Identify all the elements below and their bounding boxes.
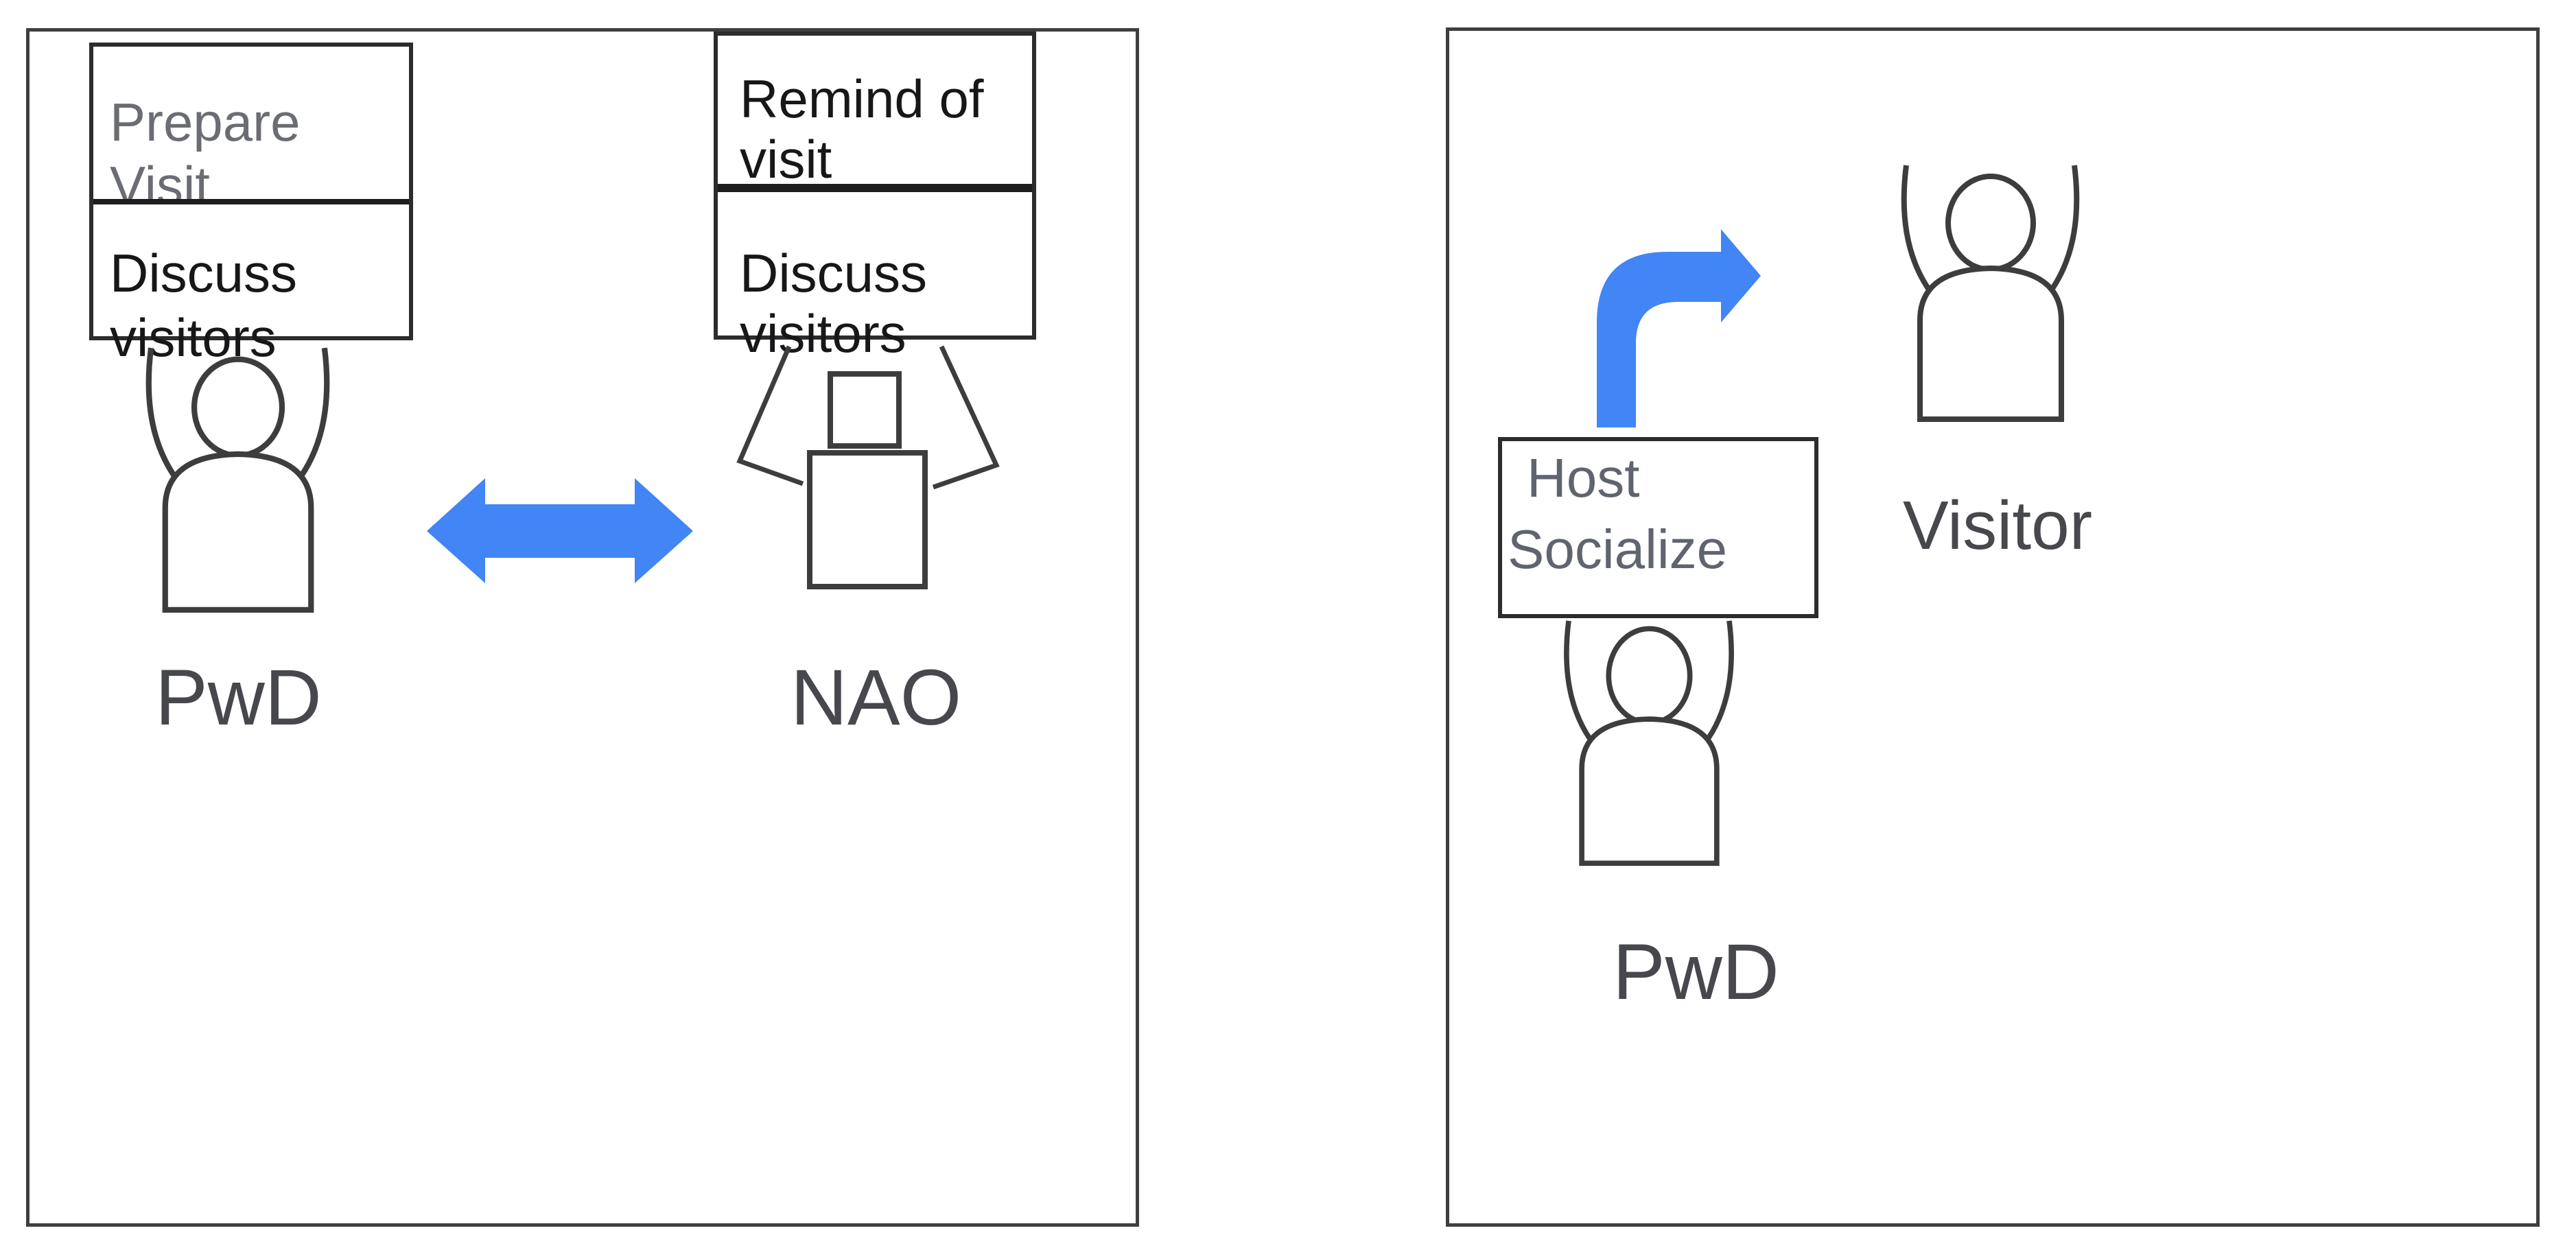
nao-label: NAO — [791, 654, 962, 742]
nao-task-sign: Remind of visit Discuss visitors — [714, 32, 1036, 364]
person-raised-arms-icon — [1901, 165, 2080, 422]
curved-arrow-shape — [1597, 229, 1761, 427]
pwd-task-sign: Prepare Visit Discuss visitors — [89, 43, 413, 368]
sign-text-line: Remind of — [740, 69, 984, 129]
sign-text-line: Socialize — [1508, 519, 1728, 580]
sign-text-line: visit — [740, 129, 832, 184]
sign-text-line: Host — [1527, 447, 1640, 508]
host-task-sign: Host Socialize — [1498, 437, 1818, 618]
curved-arrow-icon — [1597, 229, 1761, 427]
person-raised-arms-icon — [145, 347, 330, 613]
sign-divider-line — [93, 199, 409, 204]
sign-divider-line — [718, 184, 1032, 192]
double-headed-arrow-shape — [427, 478, 693, 583]
double-headed-arrow-icon — [427, 478, 693, 583]
sign-text-line: visitors — [740, 303, 906, 364]
person-raised-arms-icon — [1564, 620, 1734, 866]
sign-text-line: Prepare — [110, 92, 301, 152]
pwd-label: PwD — [1613, 928, 1779, 1016]
sign-text-line: Discuss — [740, 243, 928, 303]
sign-text-line: Visit — [110, 155, 210, 215]
nao-sign-bottom-section: Discuss visitors — [718, 192, 1032, 364]
pwd-sign-top-section: Prepare Visit — [93, 47, 409, 215]
pwd-label: PwD — [155, 654, 322, 742]
visitor-label: Visitor — [1903, 487, 2093, 564]
nao-sign-top-section: Remind of visit — [718, 36, 1032, 184]
nao-robot-icon — [736, 345, 1000, 589]
sign-text-line: Discuss — [110, 243, 298, 303]
host-sign-text: Host Socialize — [1502, 441, 1814, 585]
